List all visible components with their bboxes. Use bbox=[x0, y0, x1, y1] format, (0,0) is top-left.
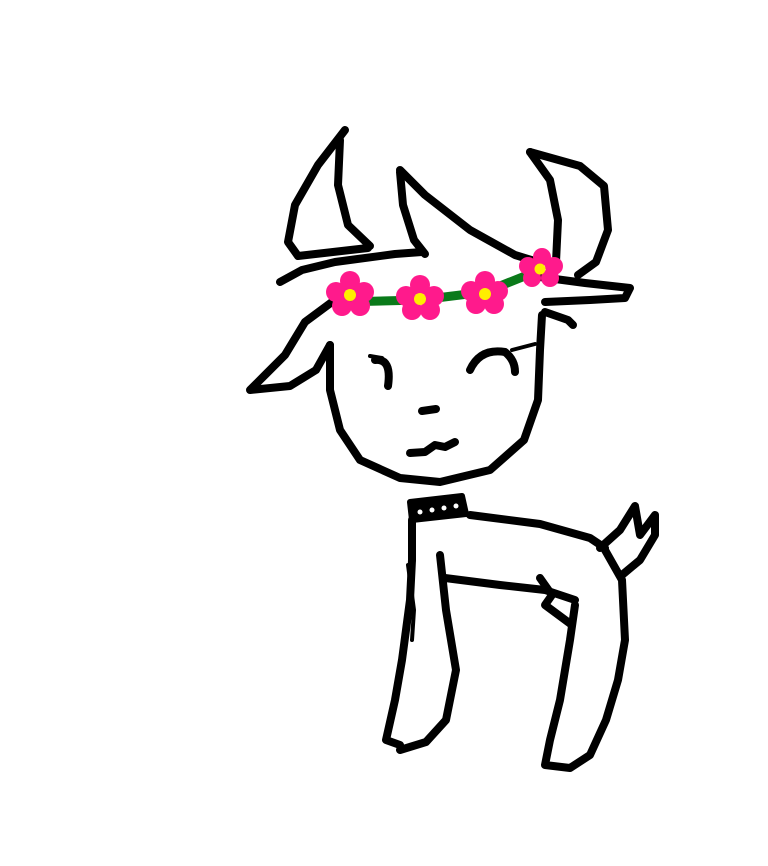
flower bbox=[461, 271, 508, 314]
hair-spike bbox=[396, 166, 542, 266]
flower bbox=[519, 248, 563, 287]
collar bbox=[407, 493, 469, 523]
right-horn bbox=[526, 148, 612, 279]
mouth bbox=[406, 438, 459, 457]
back-legs bbox=[536, 546, 629, 772]
head bbox=[326, 311, 546, 486]
right-ear bbox=[541, 308, 577, 329]
body bbox=[408, 511, 609, 604]
head-top bbox=[276, 248, 634, 306]
left-horn bbox=[284, 126, 374, 260]
nose bbox=[418, 405, 440, 415]
tail bbox=[596, 502, 659, 579]
flower bbox=[326, 271, 374, 316]
eyes-closed bbox=[368, 342, 537, 390]
flower bbox=[396, 275, 444, 320]
left-ear bbox=[246, 298, 336, 394]
flower-crown bbox=[326, 248, 563, 320]
front-legs bbox=[382, 551, 460, 754]
